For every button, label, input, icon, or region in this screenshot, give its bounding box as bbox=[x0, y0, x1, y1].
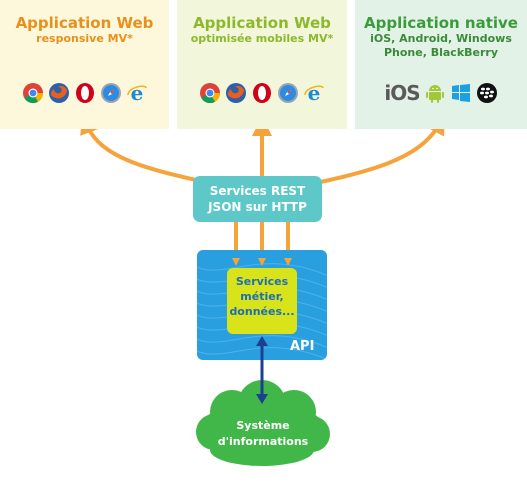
panel-title: Application Web bbox=[193, 14, 331, 32]
rest-line1: Services REST bbox=[209, 184, 306, 198]
android-icon bbox=[424, 82, 446, 104]
rest-line2: JSON sur HTTP bbox=[208, 200, 307, 214]
cloud-shape bbox=[196, 380, 330, 466]
cloud-line2: d'informations bbox=[217, 435, 309, 448]
blackberry-icon bbox=[476, 82, 498, 104]
panel-web-mobile: Application Web optimisée mobiles MV* e bbox=[177, 0, 347, 129]
panel-subtitle-line1: iOS, Android, Windows bbox=[370, 32, 512, 45]
ios-icon: iOS bbox=[384, 81, 420, 105]
firefox-icon bbox=[48, 82, 70, 104]
svg-text:e: e bbox=[308, 82, 321, 104]
chrome-icon bbox=[199, 82, 221, 104]
browser-icons: e bbox=[0, 82, 169, 104]
panel-subtitle: optimisée mobiles MV* bbox=[190, 32, 334, 45]
panel-web-responsive: Application Web responsive MV* e bbox=[0, 0, 169, 129]
opera-icon bbox=[251, 82, 273, 104]
firefox-icon bbox=[225, 82, 247, 104]
browser-icons: e bbox=[177, 82, 347, 104]
panel-native: Application native iOS, Android, Windows… bbox=[355, 0, 527, 129]
panel-title: Application Web bbox=[15, 14, 154, 32]
safari-icon bbox=[277, 82, 299, 104]
svg-text:e: e bbox=[130, 82, 143, 104]
windows-icon bbox=[450, 82, 472, 104]
panel-subtitle: responsive MV* bbox=[36, 32, 133, 45]
os-icons: iOS bbox=[355, 82, 527, 104]
metier-line2: métier, bbox=[240, 290, 284, 303]
panel-subtitle-line2: Phone, BlackBerry bbox=[383, 46, 499, 59]
ie-icon: e bbox=[303, 82, 325, 104]
chrome-icon bbox=[22, 82, 44, 104]
opera-icon bbox=[74, 82, 96, 104]
cloud-line1: Système bbox=[236, 419, 290, 432]
business-services-box: Services métier, données... bbox=[227, 268, 297, 334]
api-label: API bbox=[290, 339, 315, 354]
metier-line1: Services bbox=[235, 275, 289, 288]
safari-icon bbox=[100, 82, 122, 104]
information-system-label: Système d'informations bbox=[200, 418, 326, 450]
metier-line3: données... bbox=[229, 305, 295, 318]
rest-services-box: Services REST JSON sur HTTP bbox=[193, 176, 322, 222]
ie-icon: e bbox=[126, 82, 148, 104]
panel-title: Application native bbox=[364, 14, 518, 32]
